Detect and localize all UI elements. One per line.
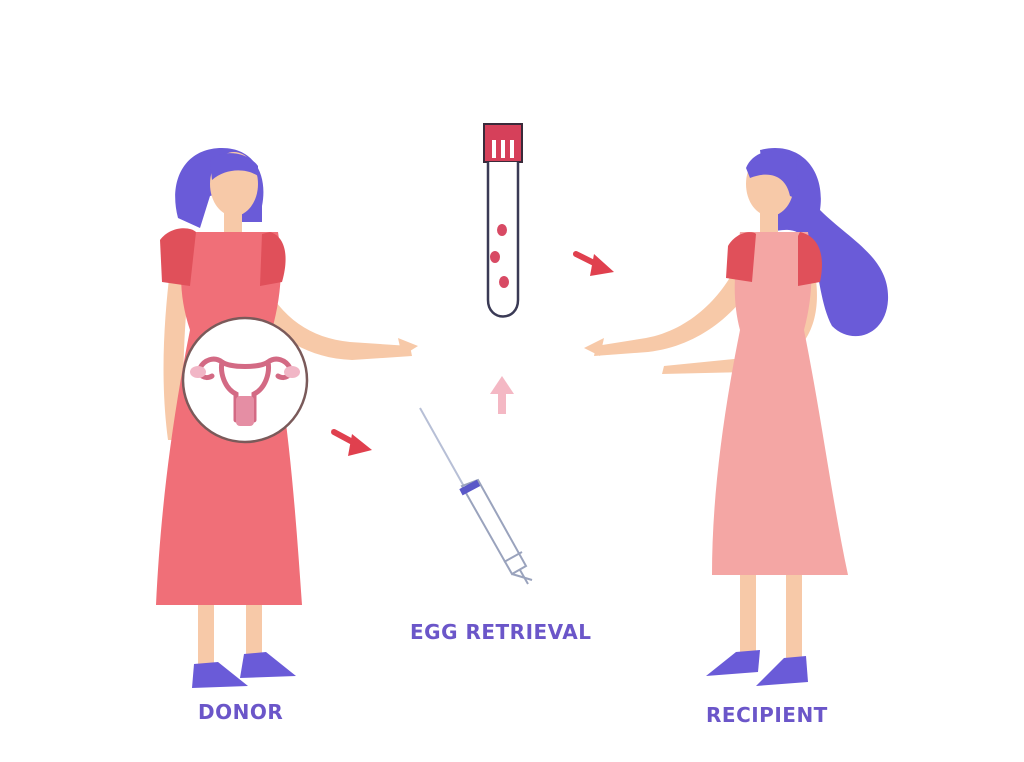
donor-label: DONOR: [198, 700, 284, 724]
arrow-icon: [490, 376, 514, 414]
arrow-icon: [331, 429, 372, 456]
egg-retrieval-label: EGG RETRIEVAL: [410, 620, 592, 644]
test-tube-icon: [483, 123, 523, 318]
syringe-icon: [419, 407, 533, 585]
arrow-icon: [573, 251, 614, 276]
uterus-icon: [181, 316, 309, 444]
recipient-label: RECIPIENT: [706, 703, 828, 727]
recipient-figure: [584, 148, 889, 686]
